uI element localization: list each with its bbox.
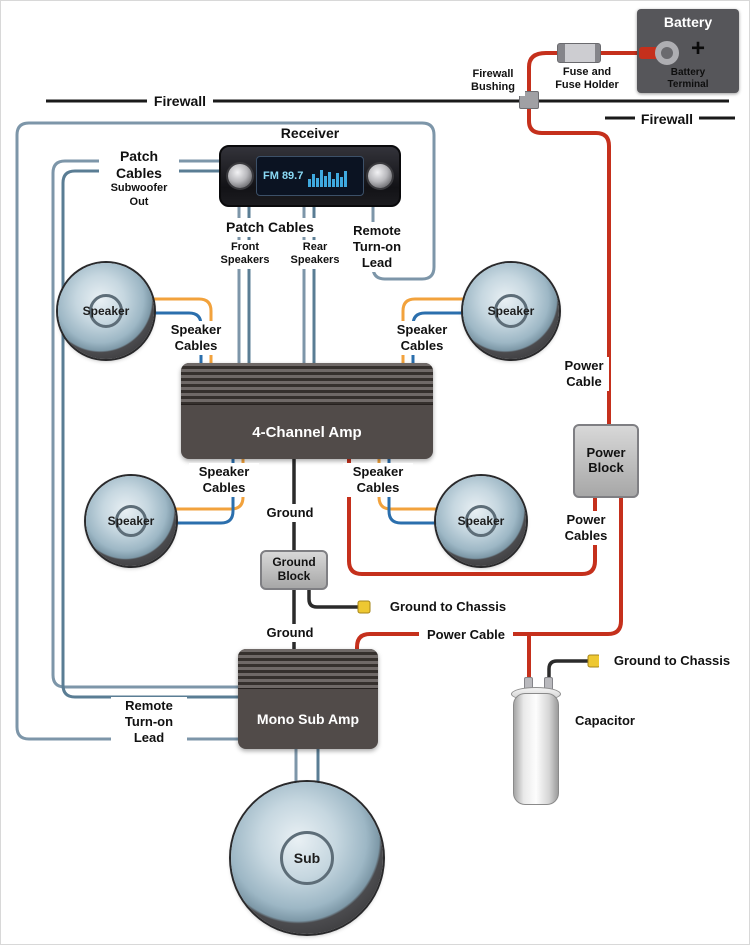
ground-to-chassis-wire-amp: [307, 587, 358, 609]
speaker-cables-label-fr: Speaker Cables: [387, 321, 457, 355]
speaker-dust-cap-icon: [114, 504, 148, 538]
speaker-wire-fr-orange: [401, 297, 467, 365]
firewall-label-right: Firewall: [635, 110, 699, 130]
capacitor-label: Capacitor: [575, 713, 635, 728]
remote-turn-on-lead-label-bottom: Remote Turn-on Lead: [111, 697, 187, 747]
chassis-marker-icon: [357, 600, 371, 614]
battery-terminal-crimp-icon: [639, 47, 659, 59]
subwoofer-patch-wire-1: [51, 159, 238, 689]
ring-terminal-icon: [655, 41, 679, 65]
ground-label-top: Ground: [261, 504, 319, 522]
four-channel-amp: 4-Channel Amp: [181, 363, 433, 459]
speaker-cables-label-rr: Speaker Cables: [343, 463, 413, 497]
speaker-wire-fl-orange: [149, 297, 213, 365]
speaker-wire-rr-blue: [387, 457, 439, 525]
fuse-holder: [557, 43, 601, 63]
speaker-dust-cap-icon: [493, 293, 529, 329]
speaker-dust-cap-icon: [464, 504, 498, 538]
battery-plus-sign: +: [691, 35, 706, 62]
speaker-cables-label-fl: Speaker Cables: [161, 321, 231, 355]
speaker-front-left: Speaker: [58, 263, 154, 359]
receiver-label: Receiver: [280, 125, 340, 141]
battery-terminal-label: Battery Terminal: [667, 67, 709, 90]
power-block: Power Block: [573, 424, 639, 498]
speaker-dust-cap-icon: [88, 293, 124, 329]
patch-cables-label: Patch Cables: [222, 218, 318, 238]
mono-sub-amp: Mono Sub Amp: [238, 649, 378, 749]
firewall-label-left: Firewall: [147, 92, 213, 112]
front-speakers-label: Front Speakers: [218, 240, 272, 269]
speaker-wire-rl-orange: [173, 457, 245, 511]
speaker-rear-left: Speaker: [86, 476, 176, 566]
power-cable-to-4ch-amp: [347, 457, 597, 576]
spectrum-bars-icon: [308, 165, 357, 187]
heatsink-fins-icon: [181, 363, 433, 405]
capacitor: [513, 693, 559, 805]
battery: Battery + Battery Terminal: [637, 9, 739, 93]
volume-knob-icon: [228, 164, 252, 188]
speaker-front-right: Speaker: [463, 263, 559, 359]
remote-turn-on-wire: [15, 121, 436, 741]
power-cable-label-right: Power Cable: [559, 357, 609, 391]
heatsink-fins-icon: [238, 649, 378, 689]
receiver-display: FM 89.7: [256, 156, 364, 196]
rear-speakers-label: Rear Speakers: [288, 240, 342, 269]
ground-to-chassis-wire-cap: [547, 659, 588, 693]
power-cable-main: [527, 51, 649, 427]
power-cable-label-mid: Power Cable: [419, 626, 513, 644]
speaker-cables-label-rl: Speaker Cables: [189, 463, 259, 497]
speaker-dust-cap-icon: [279, 830, 335, 886]
fm-frequency: FM 89.7: [263, 170, 304, 182]
speaker-rear-right: Speaker: [436, 476, 526, 566]
remote-turn-on-lead-label-top: Remote Turn-on Lead: [345, 222, 409, 272]
speaker-wire-rl-blue: [173, 457, 235, 525]
speaker-wire-rr-orange: [377, 457, 439, 511]
receiver: FM 89.7: [219, 145, 401, 207]
ground-to-chassis-label-amp: Ground to Chassis: [373, 598, 523, 616]
patch-cables-subwoofer-label: Patch Cables Subwoofer Out: [99, 147, 179, 210]
fuse-holder-label: Fuse and Fuse Holder: [540, 65, 634, 94]
tuning-knob-icon: [368, 164, 392, 188]
power-cables-label: Power Cables: [559, 511, 613, 545]
firewall-bushing-label: Firewall Bushing: [461, 67, 525, 96]
ground-block: Ground Block: [260, 550, 328, 590]
ground-label-bottom: Ground: [261, 624, 319, 642]
battery-title: Battery: [663, 14, 713, 30]
subwoofer: Sub: [231, 782, 383, 934]
ground-to-chassis-label-cap: Ground to Chassis: [599, 652, 745, 670]
subwoofer-patch-wire-2: [61, 169, 238, 699]
